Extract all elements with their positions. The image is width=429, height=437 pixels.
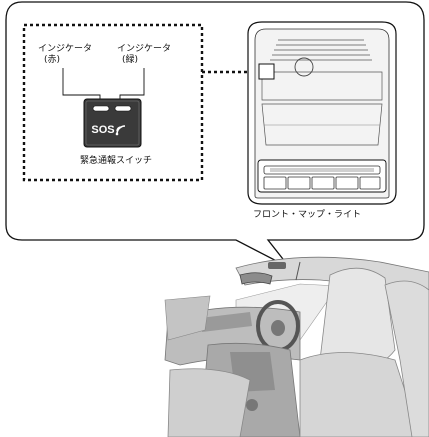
front-map-light-caption: フロント・マップ・ライト (253, 210, 362, 220)
car-interior-illustration (164, 256, 429, 437)
indicator-green-lamp (114, 105, 132, 112)
microphone-icon (294, 57, 314, 77)
switch-location-marker (258, 63, 275, 80)
indicator-green-sublabel: (緑) (122, 55, 139, 65)
indicator-red-label: インジケータ (38, 44, 93, 54)
indicator-red-sublabel: (赤) (44, 55, 61, 65)
sos-button-label: SOS (91, 124, 114, 136)
indicator-red-lamp (92, 105, 110, 112)
sos-switch: SOS (83, 98, 142, 148)
indicator-green-label: インジケータ (117, 44, 172, 54)
switch-highlight-box (22, 23, 204, 182)
emergency-switch-caption: 緊急通報スイッチ (80, 156, 153, 166)
front-map-light-panel (247, 21, 397, 205)
